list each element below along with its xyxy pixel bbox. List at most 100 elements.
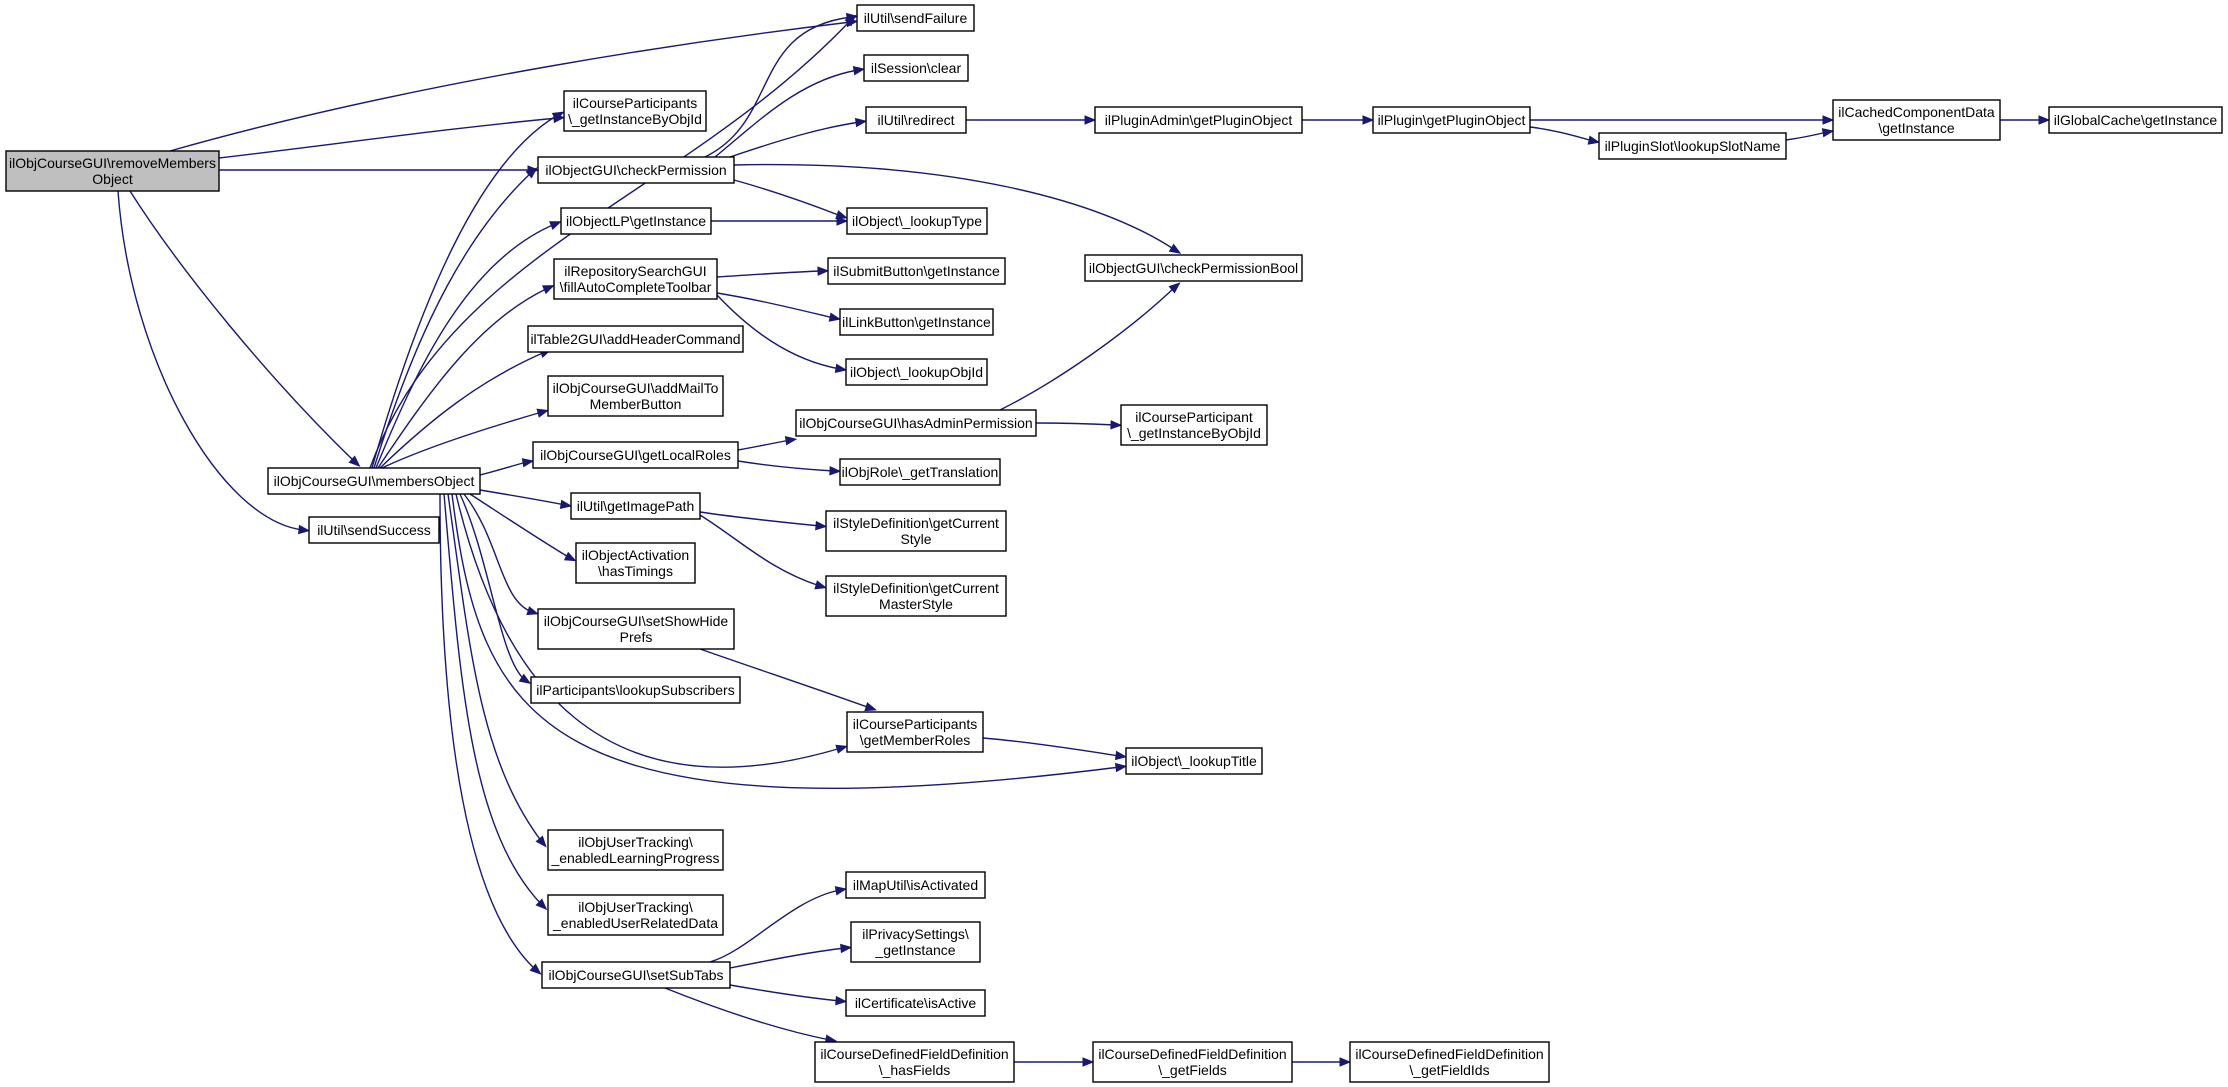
node-box (863, 54, 969, 82)
node-object-l-p-get-instance[interactable]: ilObjectLP\getInstance (560, 207, 712, 235)
node-box (1092, 1041, 1293, 1083)
node-send-success[interactable]: ilUtil\sendSuccess (308, 516, 440, 544)
node-submit-button[interactable]: ilSubmitButton\getInstance (827, 257, 1006, 285)
edge-getImagePath-to-styleCurrent (699, 511, 828, 531)
node-session-clear[interactable]: ilSession\clear (863, 54, 969, 82)
node-object-activation[interactable]: ilObjectActivation\hasTimings (575, 542, 696, 584)
edge-membersObject-to-lookupSubscribers (459, 493, 532, 684)
edge-membersObject-to-getLocalRoles (479, 458, 535, 476)
node-label: ilObjectActivation (582, 547, 689, 563)
edge-membersObject-to-setShowHide (463, 493, 540, 616)
edge-line (379, 351, 546, 469)
node-label: \_hasFields (879, 1062, 951, 1078)
node-course-participants-get-instance[interactable]: ilCourseParticipants\_getInstanceByObjId (563, 90, 707, 132)
node-box (5, 150, 220, 192)
node-lookup-subscribers[interactable]: ilParticipants\lookupSubscribers (530, 676, 741, 704)
edge-setSubTabs-to-mapUtil (709, 886, 848, 963)
node-label: ilObjCourseGUI\addMailTo (553, 380, 719, 396)
node-redirect[interactable]: ilUtil\redirect (865, 106, 967, 134)
node-label: ilObjCourseGUI\setShowHide (544, 613, 729, 629)
node-link-button[interactable]: ilLinkButton\getInstance (839, 308, 994, 336)
node-course-participant[interactable]: ilCourseParticipant\_getInstanceByObjId (1120, 404, 1268, 446)
arrowhead (1114, 762, 1128, 773)
node-send-failure[interactable]: ilUtil\sendFailure (856, 4, 975, 32)
edge-getFields-to-getFieldIds (1292, 1057, 1352, 1067)
node-map-util[interactable]: ilMapUtil\isActivated (845, 871, 986, 899)
edge-root-to-checkPermission (219, 165, 540, 175)
node-members-object[interactable]: ilObjCourseGUI\membersObject (267, 467, 481, 495)
node-box (1084, 254, 1303, 282)
edge-line (1785, 131, 1828, 141)
edge-membersObject-to-addHeaderCommand (379, 349, 552, 469)
edge-checkPermission-to-redirect (729, 117, 868, 158)
node-label: ilPlugin\getPluginObject (1378, 112, 1526, 128)
arrowhead (784, 435, 798, 446)
node-has-fields[interactable]: ilCourseDefinedFieldDefinition\_hasField… (814, 1041, 1015, 1083)
node-label: \_getFields (1158, 1062, 1226, 1078)
node-set-sub-tabs[interactable]: ilObjCourseGUI\setSubTabs (541, 961, 731, 989)
arrowhead (834, 363, 848, 373)
node-has-admin-permission[interactable]: ilObjCourseGUI\hasAdminPermission (795, 409, 1037, 437)
node-repository-search[interactable]: ilRepositorySearchGUI\fillAutoCompleteTo… (553, 258, 718, 300)
node-lookup-title[interactable]: ilObject\_lookupTitle (1125, 747, 1263, 775)
node-check-permission[interactable]: ilObjectGUI\checkPermission (537, 156, 735, 184)
edge-line (451, 493, 1121, 790)
node-check-permission-bool[interactable]: ilObjectGUI\checkPermissionBool (1084, 254, 1303, 282)
node-label: ilPrivacySettings\ (862, 926, 969, 942)
arrowhead (828, 312, 842, 322)
node-add-header-command[interactable]: ilTable2GUI\addHeaderCommand (527, 325, 744, 353)
node-get-local-roles[interactable]: ilObjCourseGUI\getLocalRoles (532, 441, 739, 469)
node-plugin-admin[interactable]: ilPluginAdmin\getPluginObject (1094, 106, 1303, 134)
node-plugin-get-plugin-object[interactable]: ilPlugin\getPluginObject (1372, 106, 1531, 134)
edge-line (733, 163, 1176, 251)
edge-pluginGetPluginObject-to-pluginSlot (1529, 126, 1601, 145)
edge-line (479, 489, 566, 506)
arrowhead (535, 898, 548, 911)
node-lookup-obj-id[interactable]: ilObject\_lookupObjId (845, 358, 988, 386)
arrowhead (1114, 750, 1128, 761)
edge-membersObject-to-getMemberRoles (455, 493, 849, 768)
node-label: _enabledLearningProgress (550, 850, 719, 866)
arrowhead (836, 216, 849, 226)
node-get-translation[interactable]: ilObjRole\_getTranslation (839, 458, 1001, 486)
node-get-fields[interactable]: ilCourseDefinedFieldDefinition\_getField… (1092, 1041, 1293, 1083)
node-box (795, 409, 1037, 437)
node-get-image-path[interactable]: ilUtil\getImagePath (570, 492, 701, 520)
node-get-member-roles[interactable]: ilCourseParticipants\getMemberRoles (846, 711, 984, 753)
node-label: ilObjCourseGUI\getLocalRoles (540, 447, 731, 463)
node-user-related-data[interactable]: ilObjUserTracking\_enabledUserRelatedDat… (547, 894, 724, 936)
node-global-cache[interactable]: ilGlobalCache\getInstance (2048, 106, 2223, 134)
edge-line (714, 69, 859, 158)
arrowhead (1822, 115, 1835, 125)
node-box (845, 871, 986, 899)
edge-getMemberRoles-to-lookupTitle (982, 737, 1128, 761)
node-label: ilUtil\sendFailure (864, 10, 968, 26)
node-label: MasterStyle (879, 596, 953, 612)
node-privacy-settings[interactable]: ilPrivacySettings\_getInstance (850, 921, 981, 963)
arrowhead (525, 167, 538, 179)
edge-repositorySearch-to-lookupObjId (716, 294, 848, 373)
edge-membersObject-to-checkPermission (373, 167, 538, 469)
arrowhead (1110, 420, 1123, 430)
edge-line (479, 461, 528, 476)
node-learning-progress[interactable]: ilObjUserTracking\_enabledLearningProgre… (547, 829, 724, 871)
node-box (845, 989, 986, 1017)
node-cached-component-data[interactable]: ilCachedComponentData\getInstance (1832, 99, 2001, 141)
node-box (850, 921, 981, 963)
edge-repositorySearch-to-submitButton (716, 266, 830, 278)
node-get-field-ids[interactable]: ilCourseDefinedFieldDefinition\_getField… (1349, 1041, 1550, 1083)
arrowhead (526, 606, 540, 616)
edge-checkPermission-to-sessionClear (714, 66, 866, 158)
node-lookup-type[interactable]: ilObject\_lookupType (846, 207, 988, 235)
node-box (825, 510, 1007, 552)
edge-getLocalRoles-to-getTranslation (737, 460, 842, 476)
node-plugin-slot[interactable]: ilPluginSlot\lookupSlotName (1598, 132, 1787, 160)
node-certificate[interactable]: ilCertificate\isActive (845, 989, 986, 1017)
arrowhead (815, 520, 828, 531)
node-box (1832, 99, 2001, 141)
